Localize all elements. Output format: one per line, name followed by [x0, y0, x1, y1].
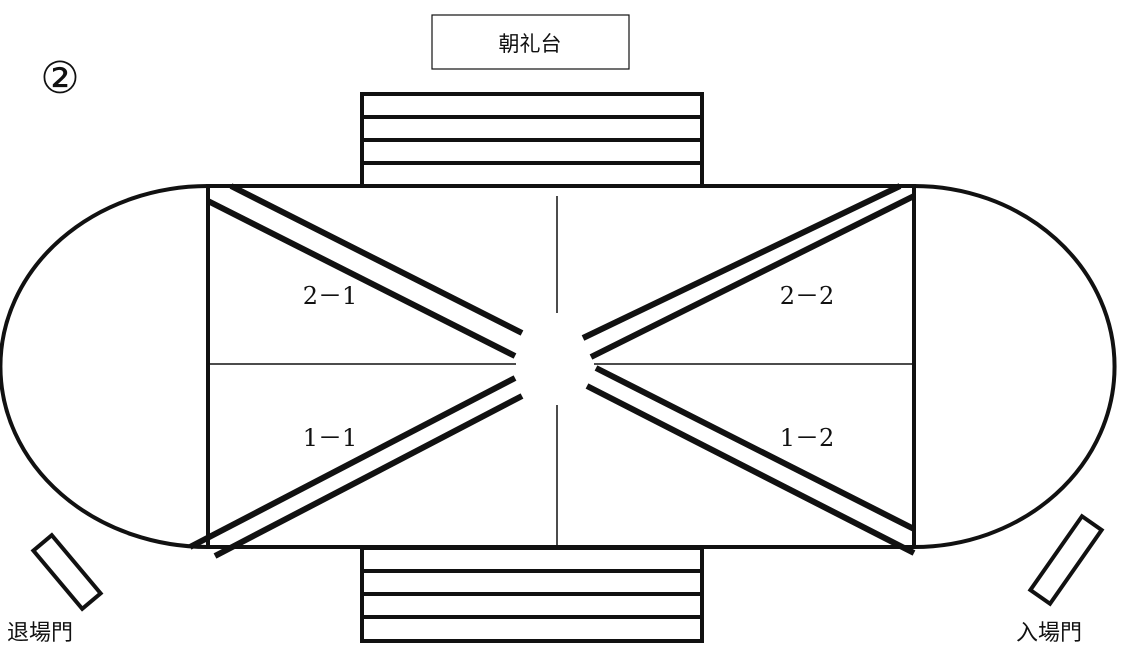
diagonal-lane-top-left: [206, 198, 517, 359]
platform-box: [431, 14, 630, 70]
top-bleachers: [360, 92, 704, 188]
bottom-bleachers: [360, 546, 704, 643]
zone-label-bottom-left: 1－1: [303, 424, 358, 452]
field-division-lines: [208, 196, 914, 545]
zone-label-bottom-right: 1－2: [780, 424, 835, 452]
diagonal-lane-top-right: [589, 193, 916, 360]
inner-field: [206, 184, 916, 549]
zone-label-top-left: 2－1: [303, 282, 358, 310]
morning-assembly-platform: 朝礼台: [431, 14, 630, 70]
diagonal-lane-bottom-left: [188, 375, 517, 550]
exit-gate-box: [30, 532, 104, 612]
platform-label: 朝礼台: [499, 32, 562, 56]
entrance-gate-label: 入場門: [1016, 621, 1082, 646]
entrance-gate: 入場門: [1016, 513, 1105, 646]
exit-gate-label: 退場門: [7, 621, 73, 646]
diagram-number-mark: ②: [40, 53, 79, 104]
diagonal-lane-bottom-right: [594, 365, 916, 532]
exit-gate: 退場門: [7, 532, 104, 646]
entrance-gate-box: [1027, 513, 1105, 607]
diagonal-lanes: [188, 183, 916, 559]
zone-label-top-right: 2－2: [780, 282, 835, 310]
